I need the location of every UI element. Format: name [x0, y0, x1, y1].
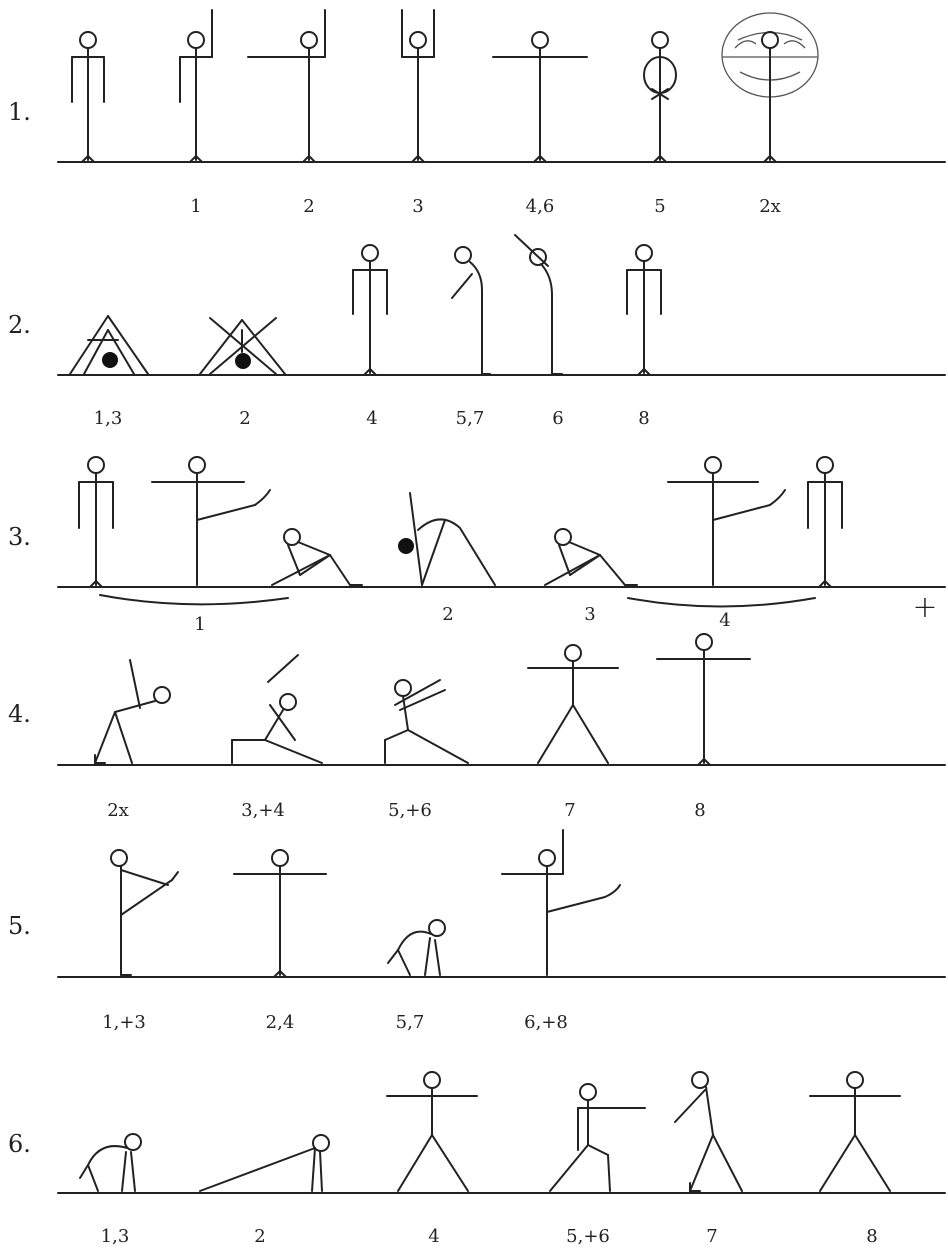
count-label: 3 [584, 604, 595, 625]
figure-lunge-side-bend [232, 655, 322, 763]
row-number: 6. [8, 1130, 31, 1158]
count-label: 1,3 [101, 1226, 130, 1247]
figure-standing [353, 245, 387, 375]
count-label: 8 [694, 800, 705, 821]
figure-arm-circle [644, 32, 676, 162]
count-label: 1,+3 [102, 1012, 146, 1033]
count-label: 4 [428, 1226, 439, 1247]
figure-both-arms-up [402, 10, 434, 162]
row-2-figures [58, 235, 945, 375]
figure-lunge-reach [385, 680, 468, 763]
figure-standing [79, 457, 113, 587]
count-label: 3 [412, 196, 423, 217]
row-1-figures [58, 10, 945, 162]
figure-star-stance [810, 1072, 900, 1191]
count-label: 2 [239, 408, 250, 429]
count-label: 4 [719, 610, 730, 631]
plus-symbol: + [912, 590, 937, 625]
row-number: 2. [8, 311, 31, 339]
figure-turn-step [675, 1072, 742, 1193]
bracket-arc [100, 595, 288, 604]
figure-lunge-low [272, 529, 362, 585]
figure-star-stance [387, 1072, 477, 1191]
count-label: 2 [303, 196, 314, 217]
figure-lunge-low [545, 529, 637, 585]
figure-crouch [80, 1134, 141, 1191]
count-label: 1 [194, 614, 205, 635]
count-label: 2x [107, 800, 129, 821]
figure-plank [200, 1135, 329, 1191]
row-3-figures [58, 457, 945, 607]
count-label: 4 [366, 408, 377, 429]
figure-leg-raise [152, 457, 270, 585]
figure-arm-circles-globe [722, 13, 818, 162]
count-label: 7 [706, 1226, 717, 1247]
figure-bent-forward [452, 247, 490, 374]
figure-standing [808, 457, 842, 587]
figure-wide-stance-ball [398, 493, 495, 585]
count-label: 5,7 [396, 1012, 425, 1033]
figure-arms-down [72, 32, 104, 162]
count-label: 7 [564, 800, 575, 821]
row-number: 1. [8, 98, 31, 126]
figure-crouch [388, 920, 445, 975]
figure-leg-raise [668, 457, 785, 585]
count-label: 8 [866, 1226, 877, 1247]
figure-one-arm-up [180, 10, 212, 162]
figure-arms-sideways [493, 32, 587, 162]
count-label: 2,4 [266, 1012, 295, 1033]
count-label: 1,3 [94, 408, 123, 429]
figure-single-leg-balance [111, 850, 178, 975]
count-label: 5,+6 [388, 800, 432, 821]
figure-pike-ball [70, 316, 148, 374]
count-label: 2 [254, 1226, 265, 1247]
figure-arms-sideways [234, 850, 326, 977]
row-number: 5. [8, 912, 31, 940]
figure-star-stance [528, 645, 618, 763]
row-number: 3. [8, 523, 31, 551]
count-label: 3,+4 [241, 800, 285, 821]
count-label: 6 [552, 408, 563, 429]
count-label: 4,6 [526, 196, 555, 217]
count-label: 5 [654, 196, 665, 217]
figure-straddle-ball [200, 318, 285, 374]
figure-reaching-back [515, 235, 562, 374]
figure-standing [627, 245, 661, 375]
count-label: 5,7 [456, 408, 485, 429]
bracket-arc [628, 598, 815, 607]
count-label: 6,+8 [524, 1012, 568, 1033]
count-label: 5,+6 [566, 1226, 610, 1247]
row-4-figures [58, 634, 945, 765]
count-label: 2 [442, 604, 453, 625]
figure-arm-side-arm-up [248, 10, 325, 162]
row-5-figures [58, 830, 945, 977]
count-label: 1 [190, 196, 201, 217]
count-label: 2x [759, 196, 781, 217]
figure-arm-up-leg-raise [502, 830, 620, 975]
figure-side-bend [95, 660, 170, 765]
figure-arms-sideways [657, 634, 750, 765]
row-6-figures [58, 1072, 945, 1193]
row-number: 4. [8, 700, 31, 728]
figure-lunge-arms-forward [550, 1084, 645, 1191]
count-label: 8 [638, 408, 649, 429]
